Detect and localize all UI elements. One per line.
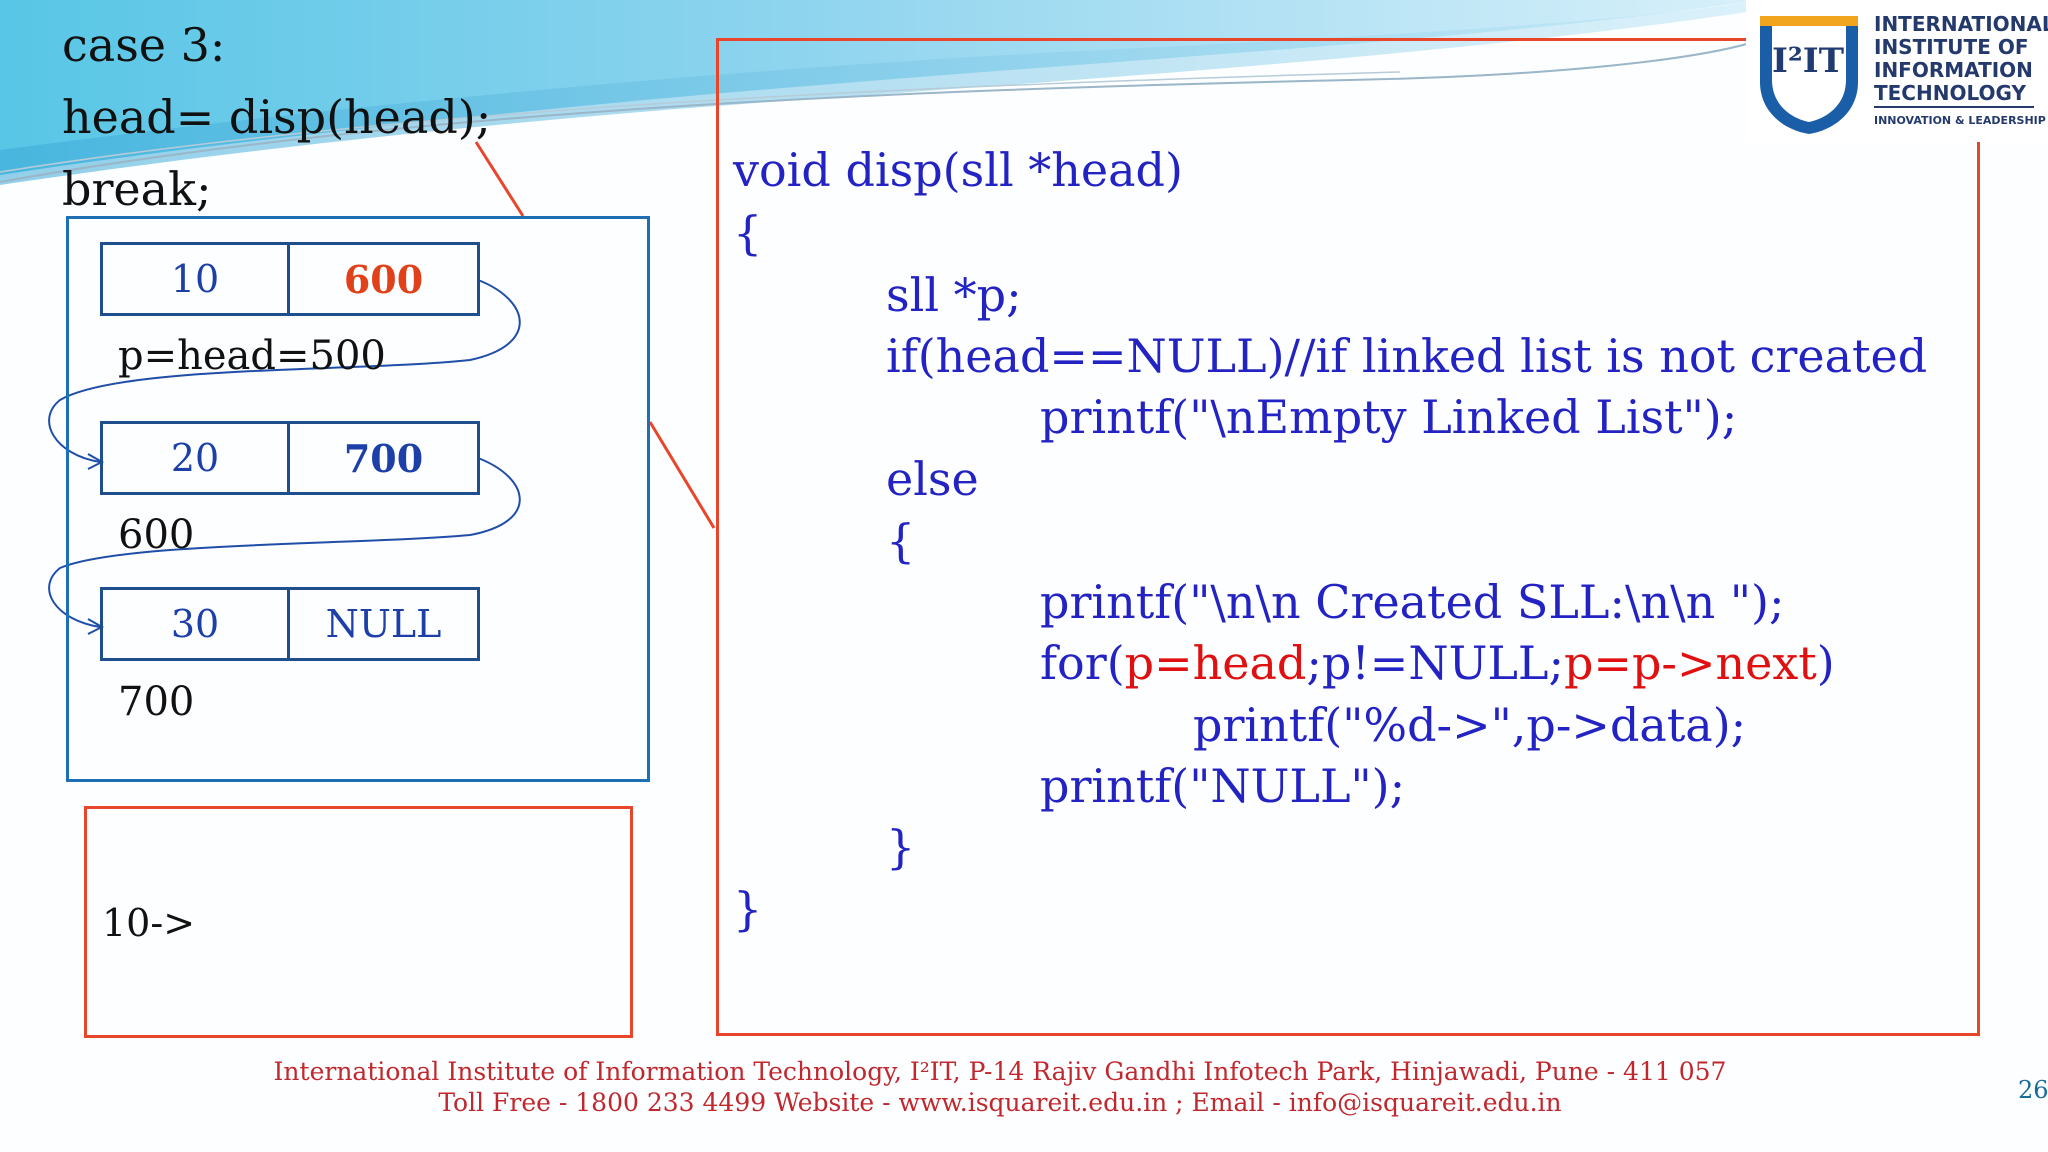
for-keyword: for( [1040,636,1125,690]
code-line-5: printf("\nEmpty Linked List"); [1040,390,1738,444]
node-3-address: 700 [118,679,195,725]
node-1-data: 10 [103,245,290,313]
logo-mark: I²IT [1772,41,1845,81]
logo-shield-icon [1760,16,1858,134]
code-line-8: printf("\n\n Created SLL:\n\n "); [1040,575,1785,629]
logo-line-1: INTERNATIONAL [1874,12,2048,36]
institute-logo: I²IT INTERNATIONAL INSTITUTE OF INFORMAT… [1746,0,2048,142]
code-line-11: printf("NULL"); [1040,759,1406,813]
code-line-9: for(p=head;p!=NULL;p=p->next) [1040,640,1835,686]
code-line-10: printf("%d->",p->data); [1193,698,1747,752]
code-line-12: } [886,820,916,874]
footer-contact: Toll Free - 1800 233 4499 Website - www.… [438,1088,1562,1117]
output-text: 10-> [102,901,196,945]
node-2-data: 20 [103,424,290,492]
logo-line-3: INFORMATION [1874,58,2033,82]
call-statement: head= disp(head); [62,90,492,144]
node-1-address: p=head=500 [118,333,386,379]
node-2: 20 700 [100,421,480,495]
for-condition: ;p!=NULL; [1306,636,1564,690]
code-line-2: { [733,206,763,260]
code-line-3: sll *p; [886,268,1022,322]
logo-tagline: INNOVATION & LEADERSHIP [1874,114,2046,127]
case-label: case 3: [62,18,226,72]
code-line-4: if(head==NULL)//if linked list is not cr… [886,329,1928,383]
node-1: 10 600 [100,242,480,316]
logo-divider [1874,106,2034,108]
code-line-6: else [886,452,979,506]
node-1-next: 600 [343,256,424,302]
page-number: 26 [2018,1076,2048,1104]
code-line-1: void disp(sll *head) [733,143,1183,197]
output-box [84,806,633,1038]
linked-list-frame [66,216,650,782]
code-line-7: { [886,514,916,568]
node-3-next: NULL [325,602,442,646]
logo-line-2: INSTITUTE OF [1874,35,2029,59]
code-frame [716,38,1980,1036]
node-2-next: 700 [343,435,424,481]
break-statement: break; [62,162,212,216]
node-3: 30 NULL [100,587,480,661]
logo-line-4: TECHNOLOGY [1874,81,2026,105]
for-close: ) [1816,636,1835,690]
node-2-address: 600 [118,512,195,558]
node-3-data: 30 [103,590,290,658]
footer-address: International Institute of Information T… [273,1057,1727,1086]
for-init: p=head [1124,636,1307,690]
for-update: p=p->next [1563,636,1817,690]
code-line-13: } [733,882,763,936]
